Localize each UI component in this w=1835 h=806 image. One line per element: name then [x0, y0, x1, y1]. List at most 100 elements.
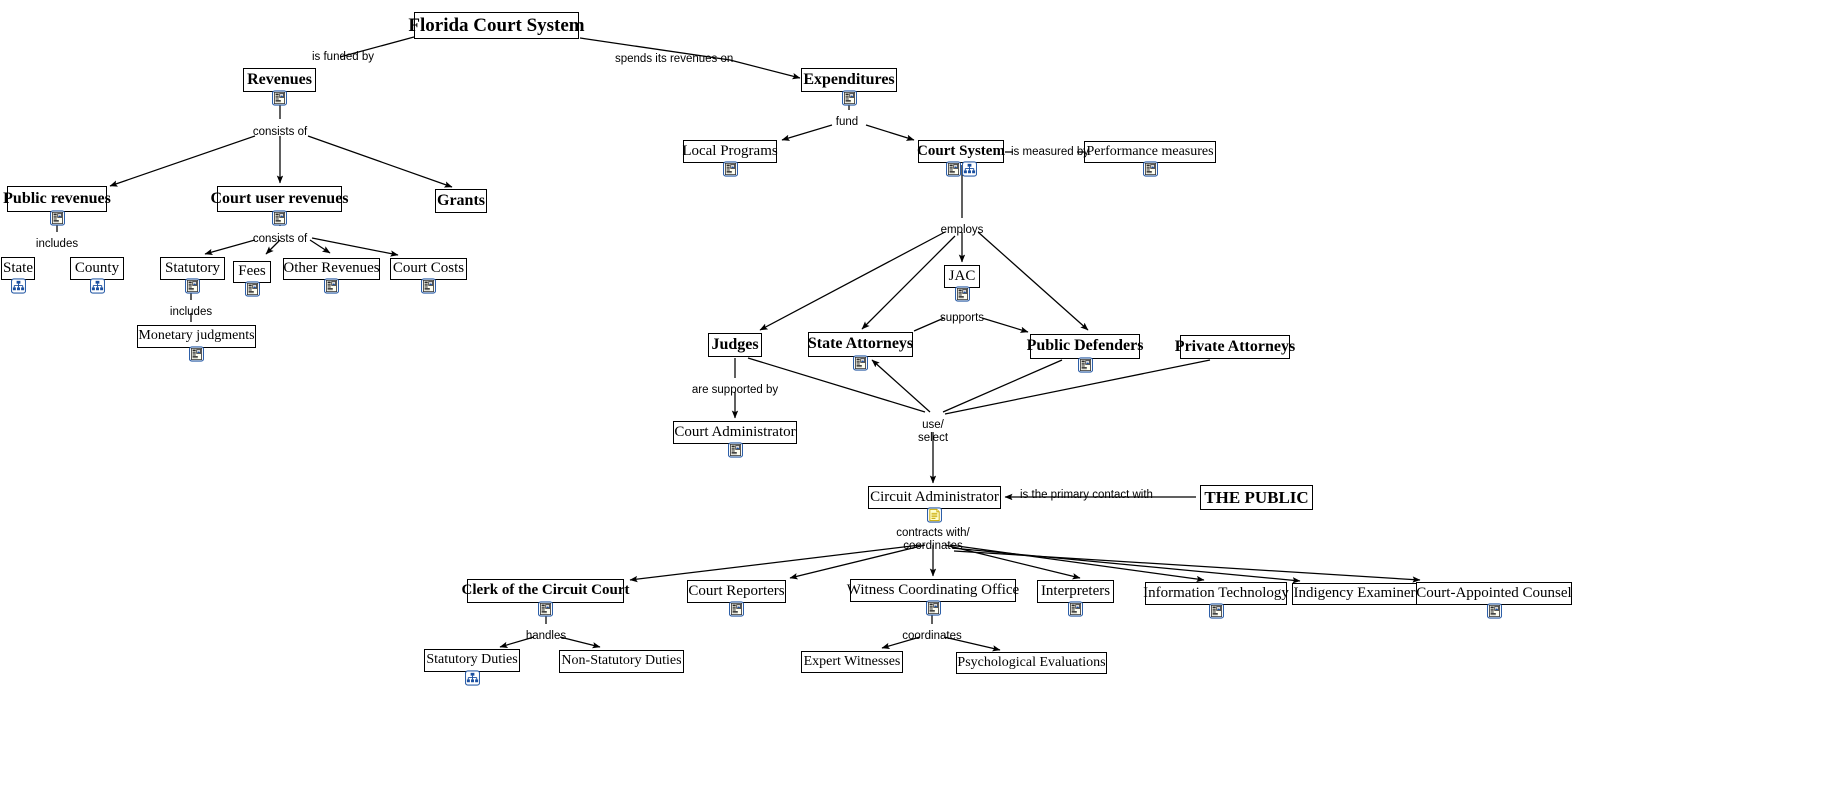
node-indigency-examiner[interactable]: Indigency Examiner: [1292, 583, 1417, 605]
document-icon[interactable]: [244, 281, 260, 297]
edge-label-contracts-with-coordinates[interactable]: contracts with/ coordinates: [896, 527, 970, 553]
node-public-revenues[interactable]: Public revenues: [3, 186, 111, 226]
edge-label-handles[interactable]: handles: [525, 630, 567, 642]
node-witness-coordinating-office[interactable]: Witness Coordinating Office: [847, 579, 1019, 616]
node-icon-group: [809, 355, 912, 371]
node-label: Fees: [238, 263, 266, 280]
node-fees[interactable]: Fees: [233, 261, 271, 297]
document-icon[interactable]: [841, 90, 857, 106]
edge-label-is-measured-by[interactable]: is measured by: [1011, 146, 1089, 158]
edge-label-is-the-primary-contact-with[interactable]: is the primary contact with: [1020, 489, 1153, 501]
document-icon[interactable]: [538, 601, 553, 617]
document-icon[interactable]: [1077, 357, 1093, 373]
node-icon-group: [1146, 603, 1286, 619]
node-other-revenues[interactable]: Other Revenues: [283, 258, 380, 294]
node-information-technology[interactable]: Information Technology: [1143, 582, 1289, 619]
node-icon-group: [1417, 603, 1571, 619]
document-icon[interactable]: [727, 442, 743, 458]
document-icon[interactable]: [185, 278, 200, 294]
document-icon[interactable]: [954, 286, 970, 302]
document-icon[interactable]: [49, 210, 65, 226]
document-icon[interactable]: [272, 210, 287, 226]
hierarchy-icon[interactable]: [464, 670, 480, 686]
node-icon-group: [218, 210, 341, 226]
node-court-system[interactable]: Court System: [917, 140, 1005, 177]
node-performance-measures[interactable]: Performance measures: [1084, 141, 1216, 177]
edge-consists-of-2-to-statutory: [204, 239, 256, 256]
node-private-attorneys[interactable]: Private Attorneys: [1175, 335, 1295, 359]
edge-label-supports[interactable]: supports: [939, 312, 985, 324]
node-jac[interactable]: JAC: [944, 265, 980, 302]
document-icon[interactable]: [189, 346, 204, 362]
node-psychological-evaluations[interactable]: Psychological Evaluations: [956, 652, 1107, 674]
edge-label-are-supported-by[interactable]: are supported by: [691, 384, 779, 396]
edge-label-spends-its-revenues-on[interactable]: spends its revenues on: [615, 53, 734, 65]
node-the-public[interactable]: THE PUBLIC: [1200, 485, 1313, 510]
document-icon[interactable]: [1068, 601, 1083, 617]
node-clerk-of-the-circuit-court[interactable]: Clerk of the Circuit Court: [461, 579, 630, 617]
edge-label-employs[interactable]: employs: [940, 224, 984, 236]
node-non-statutory-duties[interactable]: Non-Statutory Duties: [559, 650, 684, 673]
edge-label-use-select[interactable]: use/ select: [917, 419, 949, 445]
node-label: Expert Witnesses: [803, 653, 901, 669]
node-revenues[interactable]: Revenues: [243, 68, 316, 106]
node-label: Other Revenues: [283, 260, 380, 277]
edge-label-is-funded-by[interactable]: is funded by: [311, 51, 374, 63]
edge-label-consists-of-court-user[interactable]: consists of: [252, 233, 308, 245]
document-icon[interactable]: [722, 161, 738, 177]
node-statutory[interactable]: Statutory: [160, 257, 225, 294]
node-grants[interactable]: Grants: [435, 189, 487, 213]
node-state-attorneys[interactable]: State Attorneys: [808, 332, 913, 371]
document-icon[interactable]: [272, 90, 287, 106]
edge-label-consists-of-revenues[interactable]: consists of: [252, 126, 308, 138]
node-label: Court user revenues: [210, 189, 349, 207]
document-icon[interactable]: [1486, 603, 1502, 619]
node-statutory-duties[interactable]: Statutory Duties: [424, 649, 520, 686]
document-icon[interactable]: [945, 161, 961, 177]
node-label: Court-Appointed Counsel: [1416, 584, 1572, 601]
node-label: Court Reporters: [688, 582, 785, 599]
document-icon[interactable]: [1142, 161, 1158, 177]
document-icon[interactable]: [925, 600, 941, 616]
document-icon[interactable]: [421, 278, 436, 294]
node-expenditures[interactable]: Expenditures: [801, 68, 897, 106]
document-icon[interactable]: [324, 278, 339, 294]
edge-label-includes-public[interactable]: includes: [35, 238, 79, 250]
node-circuit-administrator[interactable]: Circuit Administrator: [868, 486, 1001, 523]
node-county[interactable]: County: [70, 257, 124, 294]
node-court-reporters[interactable]: Court Reporters: [687, 580, 786, 617]
node-state[interactable]: State: [1, 257, 35, 294]
edge-label-fund[interactable]: fund: [835, 116, 859, 128]
node-florida-court-system[interactable]: Florida Court System: [408, 12, 585, 39]
node-court-appointed-counsel[interactable]: Court-Appointed Counsel: [1416, 582, 1572, 619]
node-court-costs[interactable]: Court Costs: [390, 258, 467, 294]
node-icon-group: [869, 507, 1000, 523]
node-interpreters[interactable]: Interpreters: [1037, 580, 1114, 617]
node-label: Monetary judgments: [138, 328, 255, 344]
hierarchy-icon[interactable]: [961, 161, 977, 177]
node-expert-witnesses[interactable]: Expert Witnesses: [801, 651, 903, 673]
hierarchy-icon[interactable]: [89, 278, 105, 294]
node-icon-group: [802, 90, 896, 106]
node-monetary-judgments[interactable]: Monetary judgments: [137, 325, 256, 362]
edge-contracts-to-indigency-examiner: [951, 547, 1301, 584]
edge-label-includes-statutory[interactable]: includes: [169, 306, 213, 318]
node-local-programs[interactable]: Local Programs: [682, 140, 778, 177]
node-public-defenders[interactable]: Public Defenders: [1027, 334, 1143, 373]
node-label: Court Costs: [392, 260, 465, 277]
node-label: State Attorneys: [807, 335, 914, 353]
document-icon[interactable]: [853, 355, 868, 371]
document-icon[interactable]: [729, 601, 744, 617]
node-label: Statutory: [165, 259, 220, 276]
node-icon-group: [674, 442, 796, 458]
hierarchy-icon[interactable]: [10, 278, 26, 294]
node-court-administrator[interactable]: Court Administrator: [673, 421, 797, 458]
node-label: Circuit Administrator: [870, 488, 999, 505]
node-judges[interactable]: Judges: [708, 333, 762, 357]
edge-label-coordinates[interactable]: coordinates: [902, 630, 962, 642]
node-label: County: [74, 259, 120, 276]
node-court-user-revenues[interactable]: Court user revenues: [210, 186, 349, 226]
note-icon[interactable]: [927, 507, 942, 523]
document-icon[interactable]: [1208, 603, 1224, 619]
node-label: Psychological Evaluations: [957, 654, 1106, 670]
